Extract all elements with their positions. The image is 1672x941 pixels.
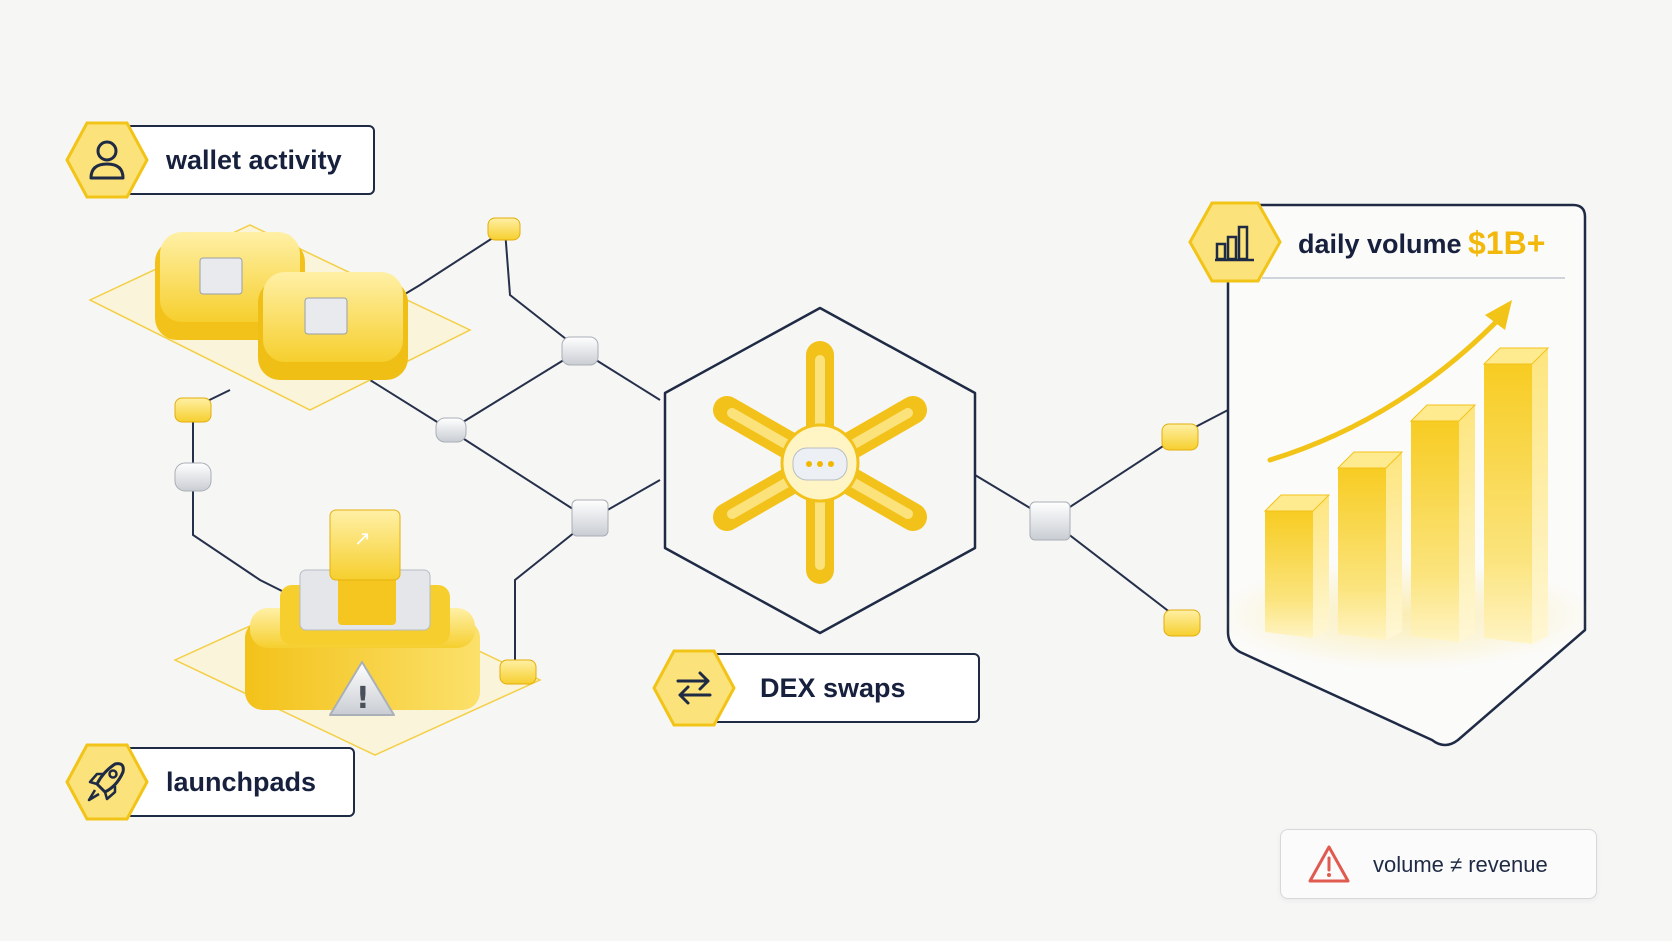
node-silver: [435, 417, 467, 443]
wallet-activity-label: wallet activity: [166, 145, 342, 175]
node-gold: [174, 397, 212, 423]
node-cube: [1029, 501, 1071, 541]
swap-arrows-icon: [676, 671, 712, 705]
label-daily-volume: daily volume $1B+: [1188, 200, 1568, 284]
svg-text:!: !: [356, 681, 370, 716]
launchpads-hex-badge: [65, 743, 149, 821]
label-dex-swaps: DEX swaps: [652, 648, 980, 728]
warning-note: volume ≠ revenue: [1280, 829, 1597, 899]
daily-volume-label: daily volume: [1298, 229, 1462, 259]
dex-hub: [663, 306, 977, 635]
label-launchpads: launchpads: [65, 742, 355, 822]
volume-bar: [1482, 347, 1550, 644]
node-cube: [571, 499, 609, 537]
dex-hex-badge: [652, 649, 736, 727]
volume-bar: [1263, 494, 1331, 638]
user-icon: [89, 140, 125, 180]
node-gold: [1163, 609, 1201, 637]
volume-bar: [1409, 404, 1477, 642]
launchpad-pyramid: ↗ !: [173, 509, 542, 756]
label-wallet-activity: wallet activity: [65, 120, 375, 200]
node-gold: [499, 659, 537, 685]
dex-swaps-label: DEX swaps: [760, 673, 906, 703]
volume-bar: [1336, 451, 1404, 640]
svg-text:↗: ↗: [354, 526, 371, 550]
launchpads-label: launchpads: [166, 767, 317, 797]
volume-bars: [1263, 347, 1550, 644]
chip-platform: [88, 224, 472, 411]
volume-panel: [1215, 203, 1595, 747]
connector-nodes: [174, 217, 1201, 685]
rocket-icon: [87, 762, 125, 802]
bar-chart-icon: [1215, 225, 1254, 262]
node-gold: [1161, 423, 1199, 451]
node-gold: [487, 217, 521, 241]
warning-triangle-icon: [1308, 845, 1350, 883]
trend-arrow-head: [1485, 300, 1512, 330]
daily-volume-value: $1B+: [1468, 225, 1546, 261]
node-silver: [174, 462, 212, 492]
chip-block-2: [258, 272, 408, 380]
node-silver: [561, 336, 599, 366]
warning-text: volume ≠ revenue: [1373, 852, 1548, 877]
